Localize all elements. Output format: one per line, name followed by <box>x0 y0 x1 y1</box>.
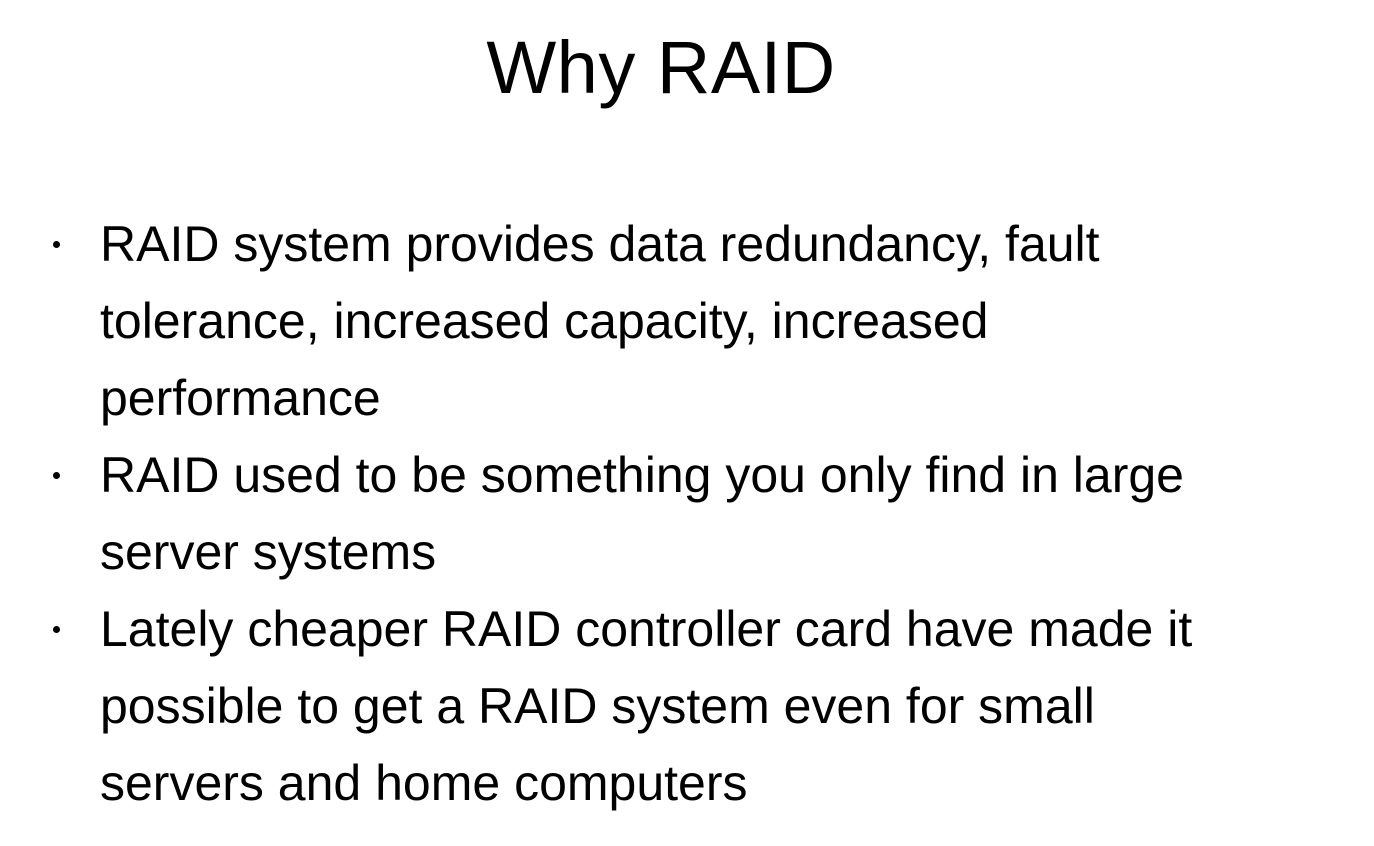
slide-title: Why RAID <box>486 26 836 109</box>
bullet-item: RAID system provides data redundancy, fa… <box>50 206 1270 437</box>
bullet-point-icon <box>53 472 60 479</box>
bullet-item: RAID used to be something you only find … <box>50 437 1270 591</box>
bullet-item: Lately cheaper RAID controller card have… <box>50 591 1270 822</box>
bullet-list: RAID system provides data redundancy, fa… <box>50 206 1270 822</box>
bullet-text: RAID used to be something you only find … <box>100 447 1184 580</box>
bullet-text: RAID system provides data redundancy, fa… <box>100 216 1100 426</box>
bullet-point-icon <box>53 241 60 248</box>
bullet-text: Lately cheaper RAID controller card have… <box>100 601 1193 811</box>
bullet-point-icon <box>53 626 60 633</box>
